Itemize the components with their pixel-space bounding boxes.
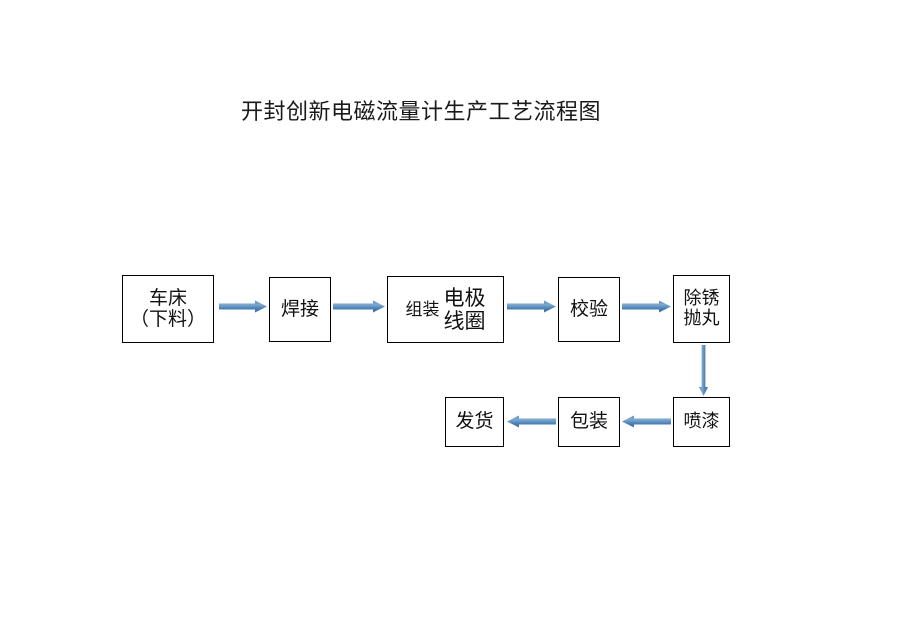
node-label-group: 校验 xyxy=(569,297,608,320)
node-label-line1: 校验 xyxy=(569,297,608,320)
node-label-line1: 车床 xyxy=(148,286,187,309)
node-label-group: 除锈 抛丸 xyxy=(683,287,720,329)
node-label-line1: 喷漆 xyxy=(683,410,720,432)
arrow-right-icon-assemble-to-verify xyxy=(507,300,556,313)
node-label-secondary-line2: 线圈 xyxy=(443,308,486,333)
node-label-primary: 组装 xyxy=(405,300,440,321)
node-label-line2: 抛丸 xyxy=(683,308,720,329)
process-node-paint[interactable]: 喷漆 xyxy=(673,397,730,447)
process-node-ship[interactable]: 发货 xyxy=(445,397,504,447)
node-label-group: 包装 xyxy=(569,410,608,433)
node-label-line1: 发货 xyxy=(455,410,494,433)
arrow-right-icon-lathe-to-weld xyxy=(219,300,267,313)
page-title: 开封创新电磁流量计生产工艺流程图 xyxy=(241,100,602,125)
node-label-line2: （下料） xyxy=(129,308,206,330)
node-label-group: 组装 电极 线圈 xyxy=(388,277,503,342)
process-node-lathe[interactable]: 车床 （下料） xyxy=(122,275,214,343)
node-label-group: 喷漆 xyxy=(683,410,720,432)
node-label-secondary-line1: 电极 xyxy=(443,285,486,310)
process-node-assemble[interactable]: 组装 电极 线圈 xyxy=(387,276,504,343)
node-label-line1: 包装 xyxy=(569,410,608,433)
node-label-group: 焊接 xyxy=(280,297,319,320)
node-label-line1: 焊接 xyxy=(280,297,319,320)
process-node-derust[interactable]: 除锈 抛丸 xyxy=(673,275,730,343)
node-label-line1: 除锈 xyxy=(683,287,720,309)
arrow-down-icon-derust-to-paint xyxy=(699,345,708,396)
process-node-weld[interactable]: 焊接 xyxy=(269,277,331,342)
arrow-left-icon-package-to-ship xyxy=(507,415,556,428)
node-label-group: 车床 （下料） xyxy=(129,286,206,331)
arrow-right-icon-verify-to-derust xyxy=(622,300,671,313)
node-label-group: 发货 xyxy=(455,410,494,433)
node-label-secondary-group: 电极 线圈 xyxy=(444,287,486,332)
process-node-package[interactable]: 包装 xyxy=(558,397,620,447)
arrow-right-icon-weld-to-assemble xyxy=(333,300,385,313)
process-node-verify[interactable]: 校验 xyxy=(558,277,620,342)
arrow-left-icon-paint-to-package xyxy=(622,415,671,428)
